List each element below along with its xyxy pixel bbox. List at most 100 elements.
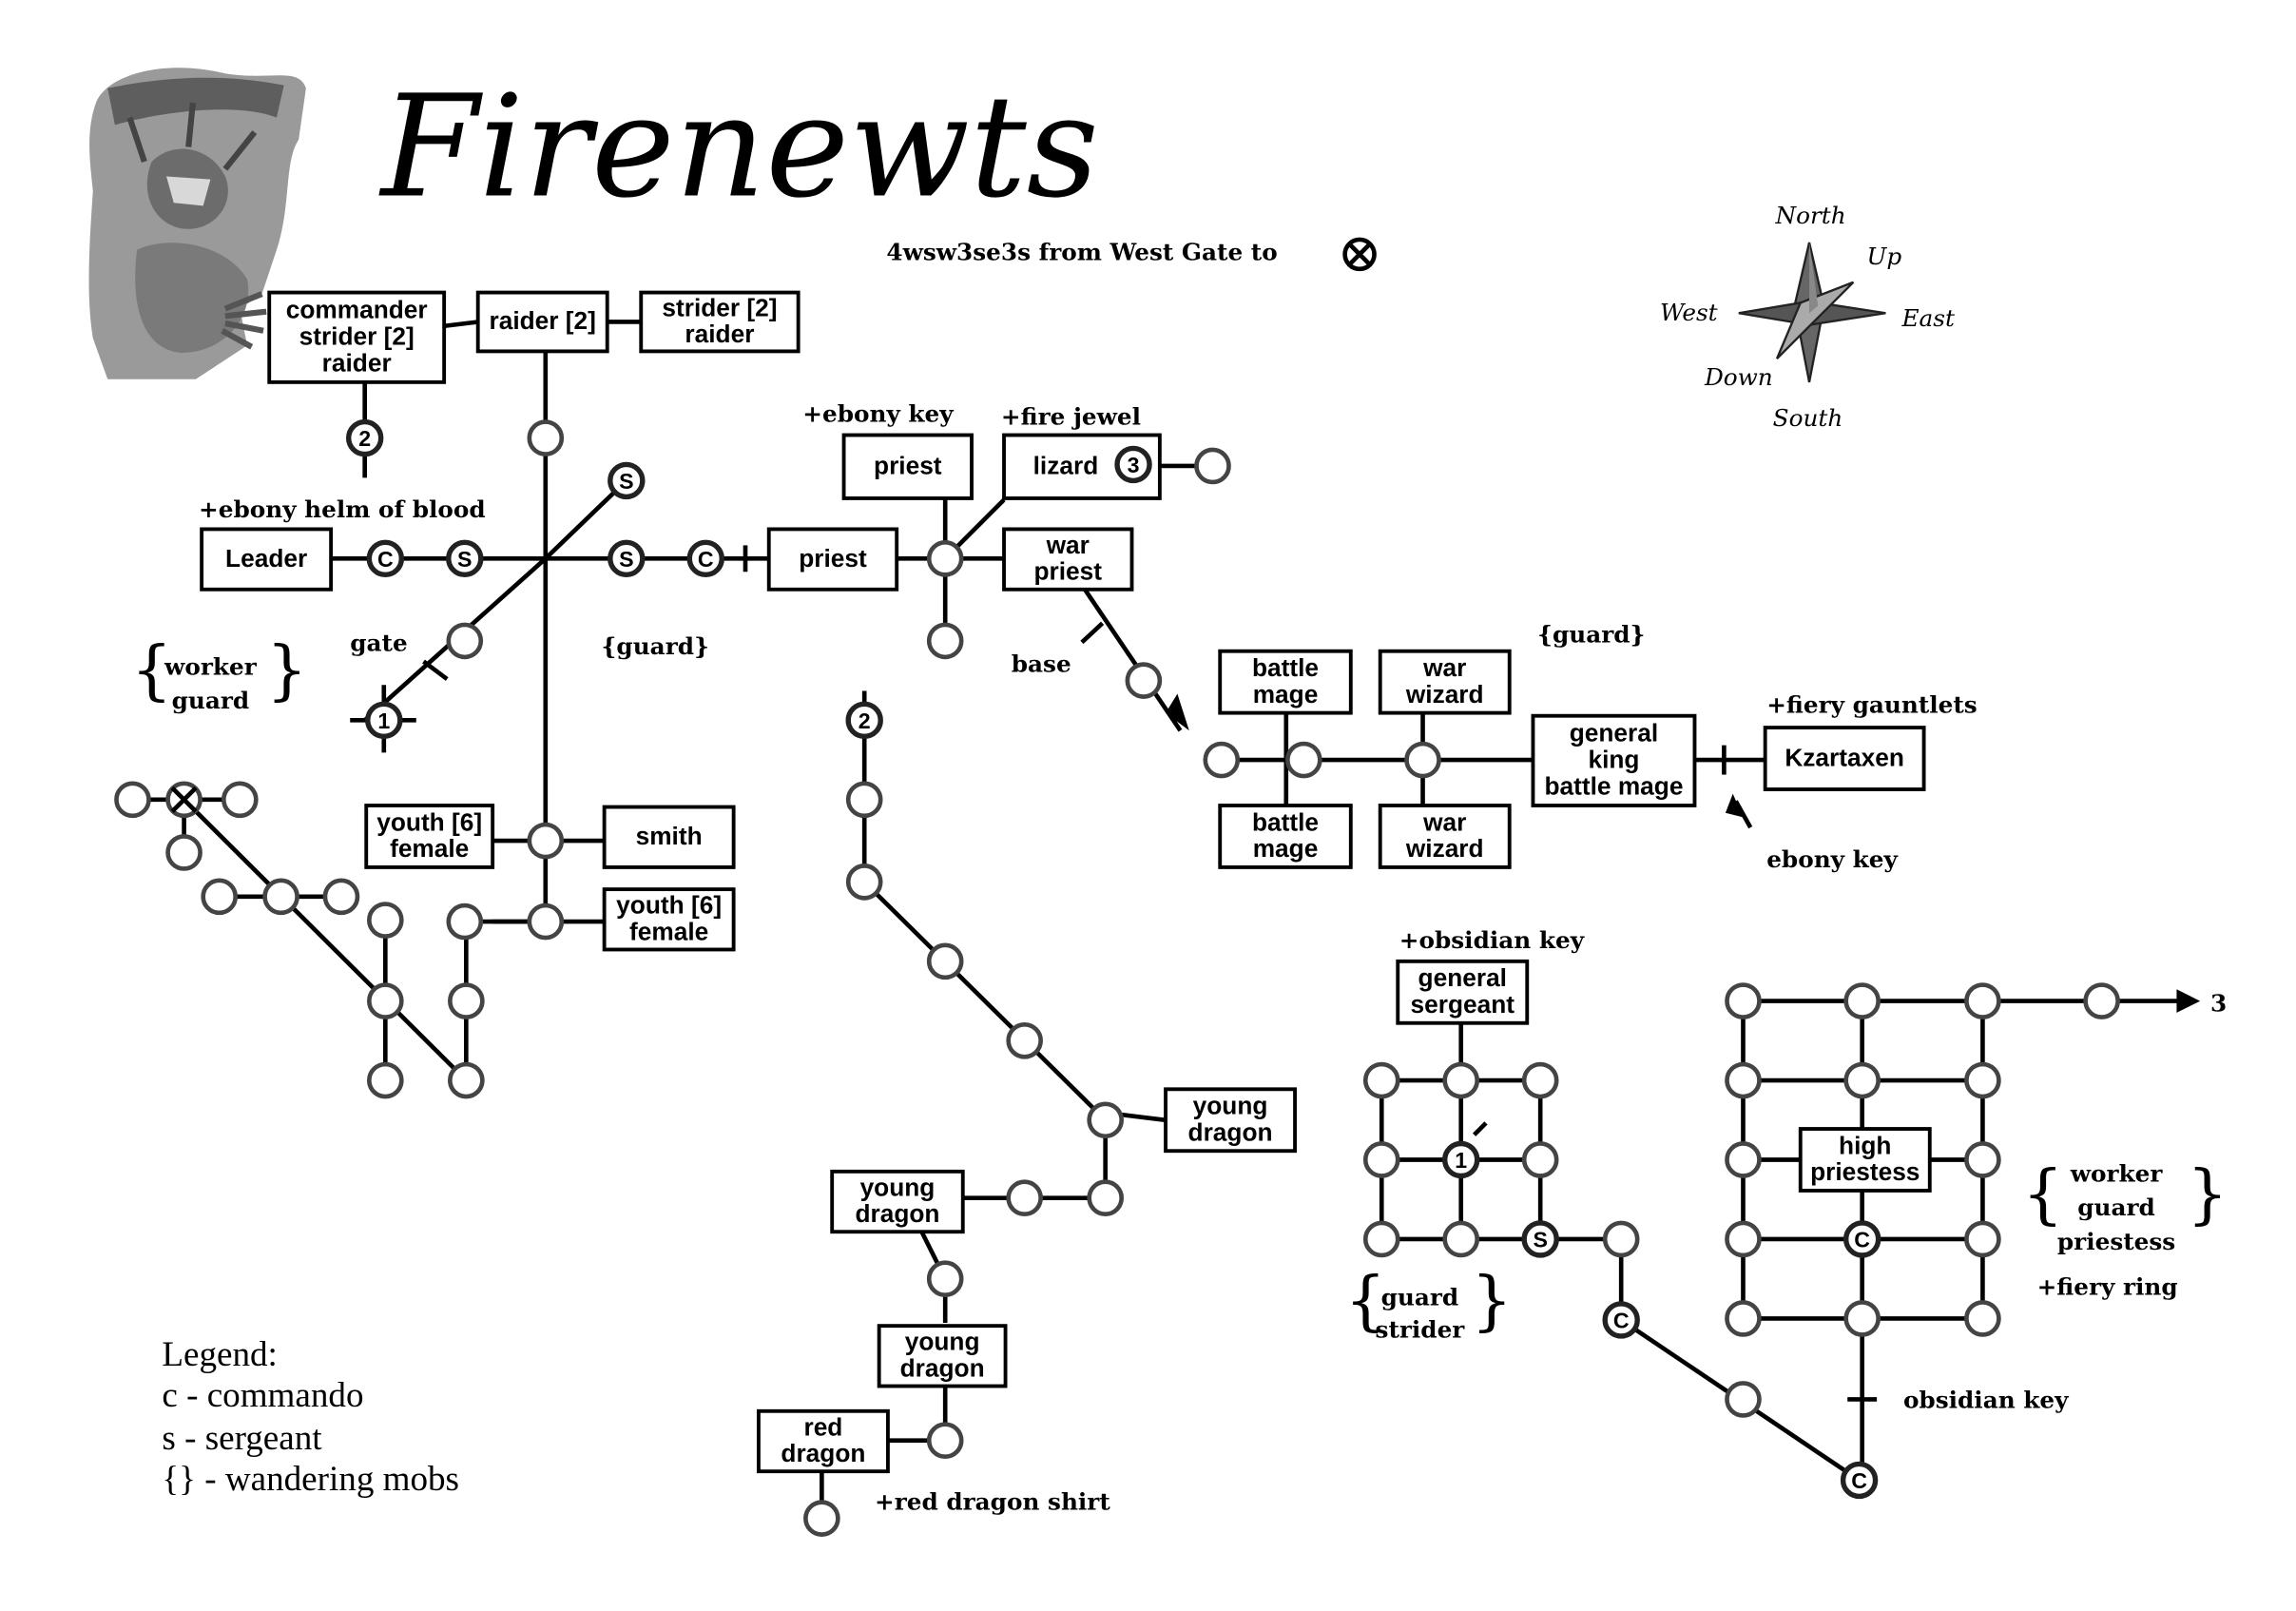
destination-node[interactable] bbox=[165, 781, 203, 819]
room-node[interactable] bbox=[926, 1422, 964, 1460]
room-node[interactable] bbox=[527, 822, 565, 860]
room-box bbox=[766, 527, 899, 592]
room-node[interactable] bbox=[527, 419, 565, 456]
room-node[interactable] bbox=[367, 1061, 404, 1099]
sergeant-node[interactable]: S bbox=[1521, 1220, 1559, 1258]
sergeant-node[interactable]: S bbox=[446, 539, 484, 578]
room-node[interactable] bbox=[114, 781, 151, 819]
room-node[interactable] bbox=[1964, 1300, 2001, 1337]
room-node[interactable] bbox=[201, 878, 238, 916]
room-node[interactable] bbox=[1725, 1381, 1762, 1418]
room-node[interactable] bbox=[1194, 447, 1231, 485]
room-node[interactable] bbox=[1843, 1300, 1881, 1337]
commando-node[interactable]: C bbox=[1843, 1220, 1881, 1258]
room-node[interactable] bbox=[845, 864, 883, 901]
door-tick bbox=[1472, 1121, 1488, 1136]
room-node[interactable] bbox=[165, 834, 203, 871]
room-node[interactable] bbox=[1843, 1061, 1881, 1099]
room-node[interactable] bbox=[1964, 1141, 2001, 1178]
room-leader[interactable]: Leader bbox=[200, 527, 334, 592]
room-node[interactable] bbox=[1725, 1061, 1762, 1099]
room-node[interactable] bbox=[1843, 982, 1881, 1019]
room-node[interactable] bbox=[1362, 1061, 1400, 1099]
room-node[interactable] bbox=[1087, 1179, 1124, 1217]
room-node[interactable] bbox=[262, 878, 299, 916]
room-node[interactable] bbox=[1725, 1220, 1762, 1258]
commando-node[interactable]: C bbox=[686, 539, 724, 578]
link-2-node[interactable]: 2 bbox=[845, 701, 883, 740]
room-strider2[interactable]: strider [2]raider bbox=[639, 290, 801, 354]
room-node[interactable] bbox=[1006, 1021, 1043, 1059]
room-youth2[interactable]: youth [6]female bbox=[602, 887, 736, 952]
link-2-node[interactable]: 2 bbox=[345, 418, 384, 457]
room-node[interactable] bbox=[1521, 1061, 1559, 1099]
room-smith[interactable]: smith bbox=[602, 805, 736, 869]
room-node[interactable] bbox=[1006, 1179, 1043, 1217]
commando-node[interactable]: C bbox=[366, 539, 405, 578]
room-label: Leader bbox=[225, 544, 307, 573]
room-node[interactable] bbox=[2083, 982, 2120, 1019]
room-node[interactable] bbox=[446, 903, 484, 941]
room-node[interactable] bbox=[221, 781, 259, 819]
room-node[interactable] bbox=[527, 903, 565, 941]
room-node[interactable] bbox=[1725, 982, 1762, 1019]
room-node[interactable] bbox=[1521, 1141, 1559, 1178]
room-node[interactable] bbox=[1964, 982, 2001, 1019]
room-node[interactable] bbox=[1442, 1061, 1480, 1099]
room-youth1[interactable]: youth [6]female bbox=[364, 804, 495, 869]
room-node[interactable] bbox=[926, 622, 964, 660]
node-marker: 1 bbox=[377, 708, 390, 733]
room-raider2[interactable]: raider [2] bbox=[475, 290, 609, 354]
room-node[interactable] bbox=[448, 982, 485, 1019]
room-node[interactable] bbox=[1362, 1141, 1400, 1178]
link-1-node[interactable]: 1 bbox=[365, 701, 403, 740]
room-node[interactable] bbox=[1964, 1220, 2001, 1258]
room-node[interactable] bbox=[1362, 1220, 1400, 1258]
room-kzartaxen[interactable]: Kzartaxen bbox=[1763, 726, 1926, 791]
room-box bbox=[1531, 713, 1697, 807]
commando-node[interactable]: C bbox=[1602, 1301, 1640, 1339]
room-node[interactable] bbox=[322, 878, 360, 916]
sergeant-node[interactable]: S bbox=[608, 461, 646, 500]
room-node[interactable] bbox=[1725, 1300, 1762, 1337]
room-node[interactable] bbox=[1125, 662, 1163, 699]
room-node[interactable] bbox=[1602, 1220, 1640, 1258]
room-node[interactable] bbox=[845, 781, 883, 819]
room-node[interactable] bbox=[1404, 741, 1441, 779]
room-node[interactable] bbox=[1203, 741, 1241, 779]
room-node[interactable] bbox=[367, 982, 404, 1019]
left-brace: { bbox=[131, 633, 172, 708]
commando-node[interactable]: C bbox=[1840, 1461, 1879, 1500]
room-node[interactable] bbox=[446, 622, 484, 660]
room-priest-top[interactable]: priest bbox=[841, 433, 974, 500]
link-1-node[interactable]: 1 bbox=[1442, 1140, 1480, 1179]
room-node[interactable] bbox=[926, 540, 964, 577]
room-priest-mid[interactable]: priest bbox=[766, 527, 899, 592]
room-node[interactable] bbox=[803, 1500, 840, 1537]
room-node[interactable] bbox=[1087, 1101, 1124, 1139]
room-node[interactable] bbox=[1725, 1141, 1762, 1178]
room-node[interactable] bbox=[1964, 1061, 2001, 1099]
room-node[interactable] bbox=[926, 942, 964, 980]
room-node[interactable] bbox=[1442, 1220, 1480, 1258]
room-node[interactable] bbox=[1285, 741, 1322, 779]
room-node[interactable] bbox=[448, 1061, 485, 1099]
link-3-node[interactable]: 3 bbox=[1114, 445, 1152, 484]
room-lizard[interactable]: lizard bbox=[1002, 433, 1162, 500]
room-node[interactable] bbox=[367, 902, 404, 939]
room-node[interactable] bbox=[926, 1260, 964, 1298]
sergeant-node[interactable]: S bbox=[608, 539, 646, 578]
